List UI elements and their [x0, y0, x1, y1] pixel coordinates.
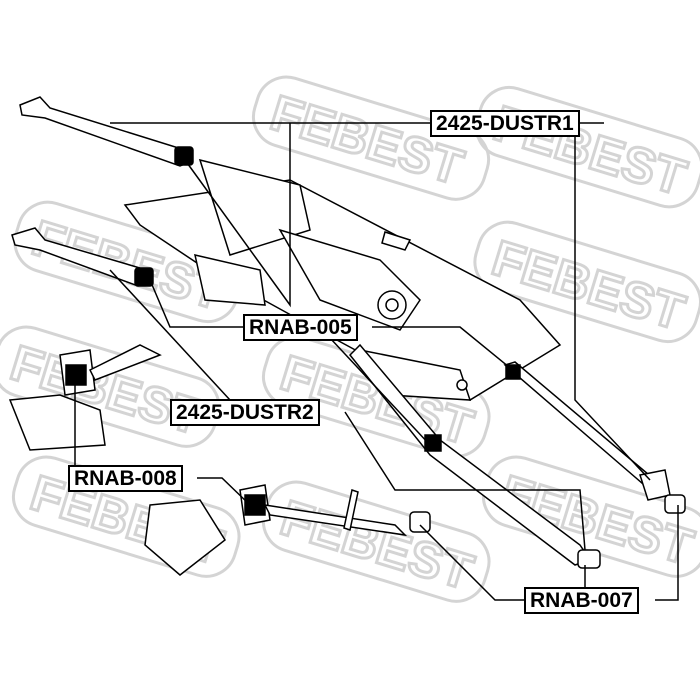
- subframe: [123, 158, 562, 401]
- part-label-rnab-007[interactable]: RNAB-007: [524, 587, 639, 614]
- rods: [8, 96, 686, 576]
- part-label-rnab-008[interactable]: RNAB-008: [68, 465, 183, 492]
- part-label-2425-dustr2[interactable]: 2425-DUSTR2: [170, 399, 320, 426]
- part-label-2425-dustr1[interactable]: 2425-DUSTR1: [430, 110, 580, 137]
- part-label-rnab-005[interactable]: RNAB-005: [243, 314, 358, 341]
